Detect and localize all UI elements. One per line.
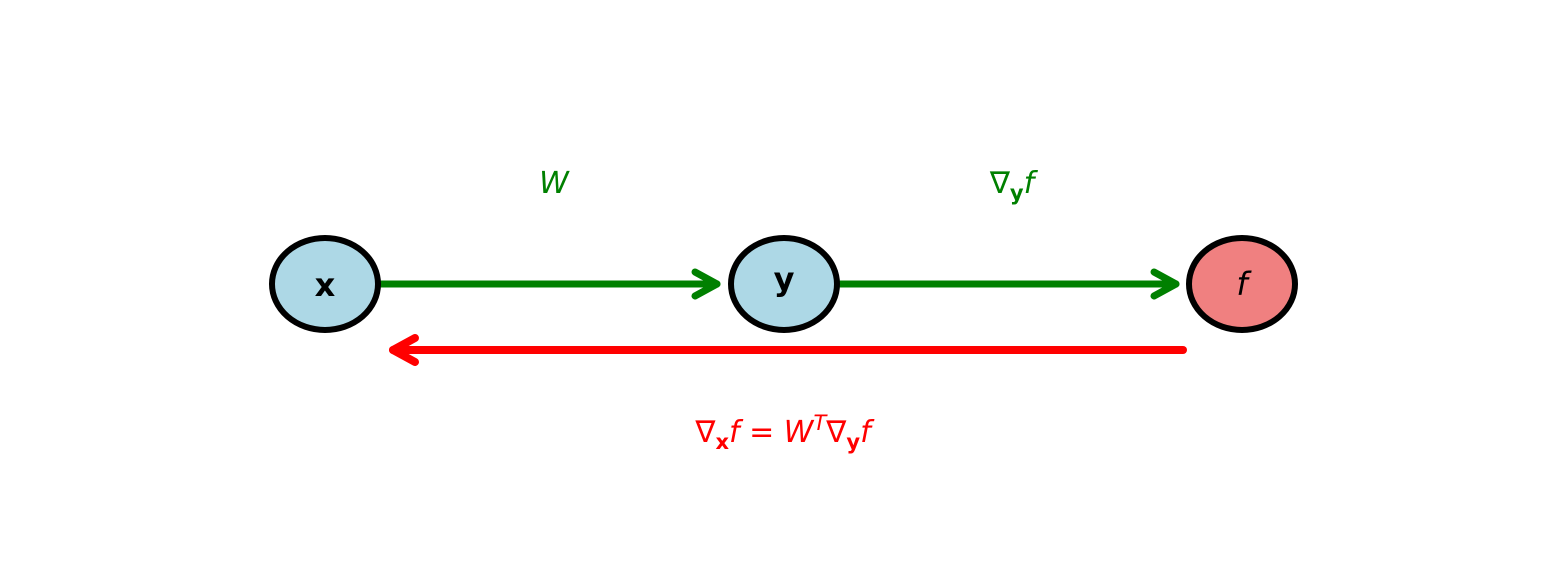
edge-x-to-y: W xyxy=(377,166,721,300)
node-x: x xyxy=(269,235,381,333)
label-part: y xyxy=(1010,181,1024,205)
label-part: f xyxy=(1024,166,1039,201)
label-part: W xyxy=(784,415,815,450)
edge-f-to-x: ∇xf = WT∇yf xyxy=(389,334,1187,454)
edge-label-W: W xyxy=(539,166,570,201)
label-part: = xyxy=(740,415,784,450)
node-x-circle xyxy=(269,235,381,333)
label-part: T xyxy=(813,411,828,435)
label-part: W xyxy=(539,166,570,201)
edge-label-grad-y-f: ∇yf xyxy=(989,166,1039,205)
edge-y-to-f: ∇yf xyxy=(836,166,1180,300)
label-part: ∇ xyxy=(825,415,847,450)
edge-label-grad-x-f: ∇xf = WT∇yf xyxy=(694,411,875,454)
label-part: y xyxy=(846,430,860,454)
label-part: ∇ xyxy=(694,415,716,450)
node-f: f xyxy=(1186,235,1298,333)
label-part: x xyxy=(715,430,729,454)
node-y-label: y xyxy=(774,260,795,298)
node-y-circle xyxy=(728,235,840,333)
label-part: f xyxy=(860,415,875,450)
arrowhead-icon xyxy=(691,268,721,300)
arrowhead-icon xyxy=(1150,268,1180,300)
node-x-label: x xyxy=(315,266,336,304)
arrowhead-icon xyxy=(389,334,419,366)
label-part: ∇ xyxy=(989,166,1011,201)
node-y: y xyxy=(728,235,840,333)
node-f-circle xyxy=(1186,235,1298,333)
